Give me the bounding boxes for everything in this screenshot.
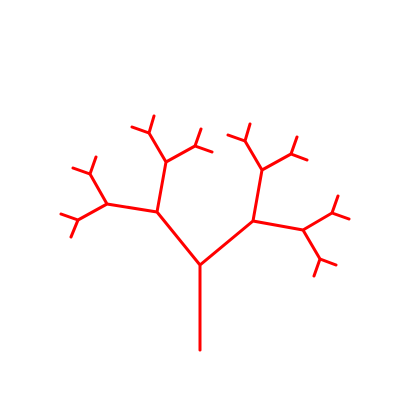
tree-branch [88, 155, 98, 176]
tree-branch [243, 122, 252, 143]
tree-branch [289, 152, 309, 162]
tree-branch [312, 257, 322, 278]
tree-branch [243, 139, 264, 172]
tree-branch [301, 211, 334, 232]
tree-branch [155, 210, 202, 267]
tree-branch [260, 152, 293, 172]
tree-branch [147, 131, 168, 164]
tree-branch [251, 168, 264, 223]
tree-branch [69, 218, 80, 239]
tree-branch [155, 160, 168, 214]
tree-branch [301, 228, 322, 261]
tree-branch [330, 194, 340, 215]
tree-branch [147, 114, 156, 135]
tree-branch [76, 202, 109, 222]
tree-branch [105, 202, 159, 214]
tree-branch [71, 166, 92, 176]
tree-branch [289, 135, 299, 156]
tree-branch [59, 212, 80, 222]
tree-branch [198, 219, 255, 267]
fractal-tree [59, 114, 351, 352]
tree-branch [164, 144, 197, 164]
tree-branch [88, 172, 109, 206]
tree-branch [251, 219, 305, 232]
tree-branch [330, 211, 351, 221]
tree-branch [318, 257, 338, 267]
tree-branch [193, 127, 203, 148]
tree-branch [130, 125, 151, 135]
tree-branch [226, 133, 247, 143]
tree-branch [193, 144, 214, 154]
